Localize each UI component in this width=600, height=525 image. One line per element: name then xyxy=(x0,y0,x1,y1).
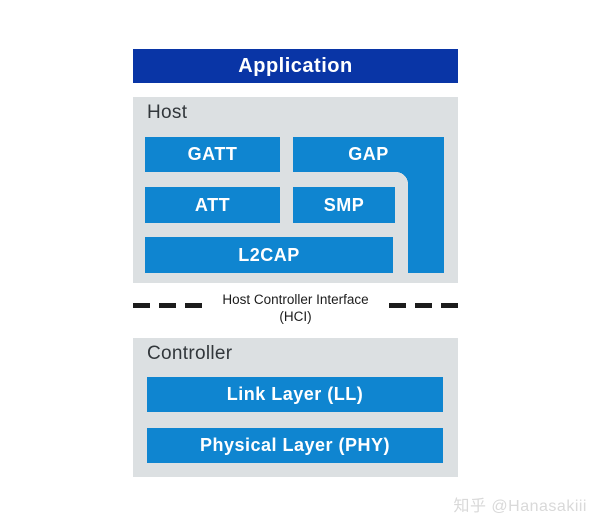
gatt-box: GATT xyxy=(145,137,280,172)
application-layer-box: Application xyxy=(133,49,458,83)
physical-layer-box: Physical Layer (PHY) xyxy=(147,428,443,463)
dash xyxy=(159,303,176,308)
hci-divider: Host Controller Interface (HCI) xyxy=(133,291,458,325)
smp-box: SMP xyxy=(293,187,395,223)
hci-label: Host Controller Interface (HCI) xyxy=(202,291,389,325)
host-panel: Host GATT GAP ATT SMP L2CAP xyxy=(133,97,458,283)
dash xyxy=(389,303,406,308)
watermark: 知乎 @Hanasakiii xyxy=(453,498,587,515)
gap-corner-fillet xyxy=(396,172,408,184)
controller-label: Controller xyxy=(147,343,233,364)
application-layer-label: Application xyxy=(238,54,353,77)
hci-dashes-right xyxy=(389,303,458,308)
dash xyxy=(415,303,432,308)
dash xyxy=(185,303,202,308)
l2cap-box: L2CAP xyxy=(145,237,393,273)
dash xyxy=(441,303,458,308)
hci-dashes-left xyxy=(133,303,202,308)
host-label: Host xyxy=(147,102,188,123)
hci-label-line1: Host Controller Interface xyxy=(222,292,369,307)
gap-box: GAP xyxy=(293,137,444,172)
controller-panel: Controller Link Layer (LL) Physical Laye… xyxy=(133,338,458,477)
link-layer-box: Link Layer (LL) xyxy=(147,377,443,412)
att-box: ATT xyxy=(145,187,280,223)
dash xyxy=(133,303,150,308)
hci-label-line2: (HCI) xyxy=(279,309,312,324)
gap-vertical-bar xyxy=(408,172,444,273)
